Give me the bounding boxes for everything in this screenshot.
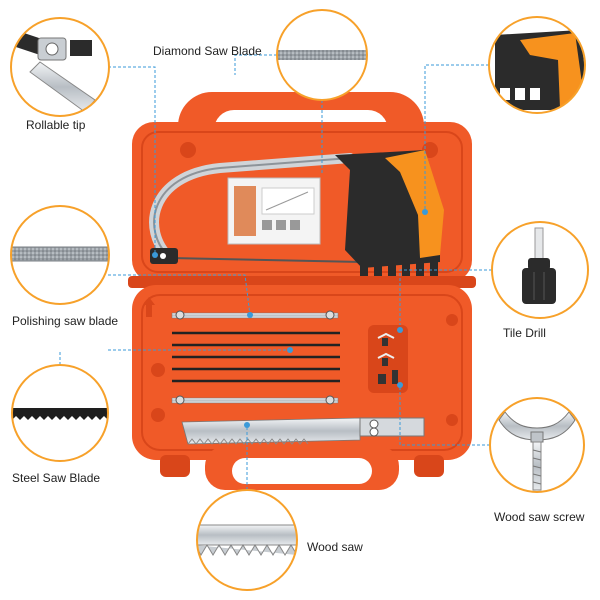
- callout-wood-saw: [196, 489, 298, 591]
- diamond-blade-in-tray: [171, 395, 339, 405]
- label-wood-saw-screw: Wood saw screw: [494, 510, 585, 524]
- label-wood-saw: Wood saw: [307, 540, 363, 554]
- label-rollable-tip: Rollable tip: [26, 118, 86, 132]
- polishing-blade-in-tray: [171, 310, 339, 320]
- hacksaw-handle: [385, 150, 444, 258]
- callout-handle: [488, 16, 586, 114]
- callout-steel-blade: [11, 364, 109, 462]
- instruction-card: [227, 177, 321, 245]
- callout-diamond-blade: [276, 9, 368, 101]
- callout-rollable-tip: [10, 17, 110, 117]
- wood-saw-in-tray: [181, 417, 425, 445]
- accessory-slot: [368, 325, 408, 393]
- callout-tile-drill: [491, 221, 589, 319]
- hacksaw-frame: [149, 150, 444, 276]
- steel-blades-in-tray: [172, 331, 340, 383]
- callout-polishing-blade: [10, 205, 110, 305]
- label-polishing-saw-blade: Polishing saw blade: [12, 314, 119, 328]
- label-diamond-saw-blade: Diamond Saw Blade: [153, 44, 262, 58]
- label-tile-drill: Tile Drill: [503, 326, 546, 340]
- label-steel-saw-blade: Steel Saw Blade: [12, 471, 101, 485]
- callout-wood-saw-screw: [489, 397, 585, 493]
- leader-dots: [152, 209, 428, 428]
- leader-lines: [59, 54, 492, 490]
